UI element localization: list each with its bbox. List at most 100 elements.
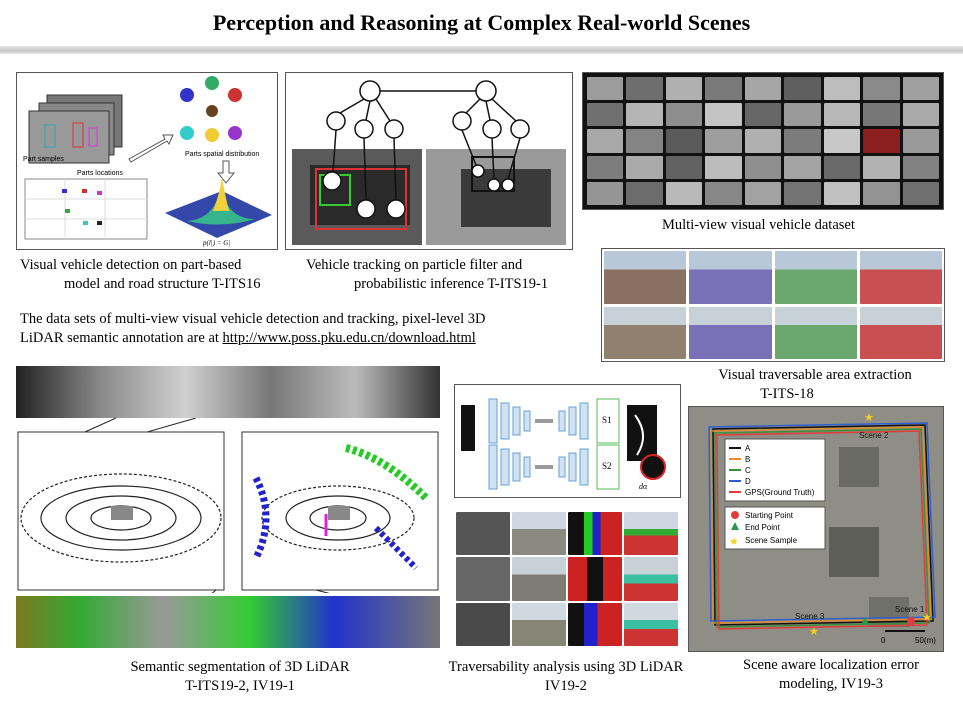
range-image-tile <box>456 512 510 556</box>
trajectory-b <box>710 426 932 624</box>
vehicle-thumbnail <box>784 77 821 101</box>
vehicle-thumbnail <box>784 129 821 153</box>
vehicle-thumbnail <box>902 103 939 127</box>
vehicle-thumbnail <box>626 181 663 205</box>
scene-sample-label: Scene Sample <box>745 536 798 545</box>
download-link[interactable]: http://www.poss.pku.edu.cn/download.html <box>222 330 476 346</box>
localization-map-figure: A B C D GPS(Ground Truth) Starting Point… <box>688 406 944 652</box>
vehicle-thumbnail <box>902 129 939 153</box>
vehicle-thumbnail <box>665 129 703 153</box>
vehicle-thumbnail <box>626 129 663 153</box>
vehicle-thumbnail <box>863 77 900 101</box>
vehicle-thumbnail <box>823 129 861 153</box>
lidar-segmentation-diagram <box>17 418 439 593</box>
vehicle-thumbnail <box>744 155 782 179</box>
traversable-area-figure <box>601 248 945 362</box>
vehicle-thumbnail <box>665 103 703 127</box>
road-image-tile <box>859 306 942 359</box>
part-based-detection-figure: Part samples Parts locations Parts spati… <box>16 72 278 250</box>
svg-text:★: ★ <box>729 536 739 548</box>
vehicle-thumbnail <box>705 129 742 153</box>
vehicle-thumbnail <box>902 77 939 101</box>
trajectory-gps <box>716 430 928 630</box>
vehicle-thumbnail <box>665 155 703 179</box>
legend-b: B <box>745 455 750 464</box>
vehicle-thumbnail <box>705 181 742 205</box>
overlay-tile <box>624 557 678 601</box>
trajectory-a <box>712 424 934 626</box>
svg-text:★: ★ <box>922 612 932 624</box>
vehicle-thumbnail <box>587 181 624 205</box>
caption-line: probabilistic inference T-ITS19-1 <box>354 276 549 292</box>
s2-label: S2 <box>602 461 612 471</box>
vehicle-thumbnail <box>823 77 861 101</box>
legend-c: C <box>745 466 751 475</box>
localization-map: A B C D GPS(Ground Truth) Starting Point… <box>689 407 943 651</box>
vehicle-thumbnail <box>587 155 624 179</box>
road-image-tile <box>859 251 942 304</box>
overlay-tile <box>624 512 678 556</box>
vehicle-thumbnail <box>823 181 861 205</box>
scale-fifty-label: 50(m) <box>915 636 936 645</box>
caption-line: Semantic segmentation of 3D LiDAR <box>130 659 350 675</box>
vehicle-dataset-figure <box>582 72 944 210</box>
caption-line: Visual vehicle detection on part-based <box>20 257 242 273</box>
vehicle-thumbnail <box>863 155 900 179</box>
parts-spatial-label: Parts spatial distribution <box>185 151 259 158</box>
caption-line: Vehicle tracking on particle filter and <box>306 257 523 273</box>
traversability-map-tile <box>568 557 622 601</box>
part-samples-label: Part samples <box>23 156 64 163</box>
scene-2-label: Scene 2 <box>859 431 889 440</box>
vehicle-thumbnail <box>626 103 663 127</box>
caption-line: T-ITS19-2, IV19-1 <box>185 678 295 694</box>
road-image-tile <box>689 306 772 359</box>
vehicle-thumbnail <box>784 181 821 205</box>
legend-d: D <box>745 477 751 486</box>
road-image-tile <box>774 251 857 304</box>
vehicle-thumbnail <box>587 77 624 101</box>
overlay-tile <box>624 602 678 646</box>
lidar-range-image-top <box>16 366 440 418</box>
caption-line: T-ITS-18 <box>760 386 814 402</box>
traversability-results-grid <box>456 512 678 646</box>
vehicle-thumbnail <box>744 181 782 205</box>
vehicle-thumbnail <box>744 129 782 153</box>
caption-line: Visual traversable area extraction <box>718 367 912 383</box>
vehicle-thumbnail-grid <box>583 73 943 209</box>
dataset-note-line: The data sets of multi-view visual vehic… <box>20 311 486 327</box>
traversability-caption: Traversability analysis using 3D LiDAR I… <box>436 658 696 696</box>
vehicle-dataset-caption: Multi-view visual vehicle dataset <box>662 216 922 235</box>
parts-locations-label: Parts locations <box>77 170 123 177</box>
s1-label: S1 <box>602 415 612 425</box>
part-based-detection-diagram: Part samples Parts locations Parts spati… <box>23 76 272 247</box>
road-image-tile <box>604 306 687 359</box>
vehicle-thumbnail <box>863 103 900 127</box>
legend-a: A <box>745 444 751 453</box>
vehicle-thumbnail <box>705 103 742 127</box>
road-image-tile <box>512 512 566 556</box>
scene-3-label: Scene 3 <box>795 612 825 621</box>
vehicle-thumbnail <box>902 155 939 179</box>
scale-zero-label: 0 <box>881 636 886 645</box>
end-point-marker <box>861 617 869 625</box>
traversability-network-figure: S1 S2 dα <box>454 384 681 498</box>
vehicle-thumbnail <box>626 77 663 101</box>
svg-text:★: ★ <box>864 412 874 424</box>
lidar-range-image-bottom <box>16 596 440 648</box>
traversability-map-tile <box>568 512 622 556</box>
vehicle-thumbnail <box>863 129 900 153</box>
end-point-label: End Point <box>745 523 780 532</box>
vehicle-thumbnail <box>665 77 703 101</box>
vehicle-thumbnail <box>863 181 900 205</box>
vehicle-thumbnail <box>902 181 939 205</box>
dataset-note-line: LiDAR semantic annotation are at http://… <box>20 329 580 348</box>
page-title: Perception and Reasoning at Complex Real… <box>212 10 751 35</box>
lidar-segmentation-caption: Semantic segmentation of 3D LiDAR T-ITS1… <box>100 658 380 696</box>
vehicle-thumbnail <box>587 103 624 127</box>
dataset-note-prefix: LiDAR semantic annotation are at <box>20 330 223 346</box>
tracking-diagram <box>292 80 566 245</box>
tracking-figure <box>285 72 573 250</box>
scene-1-label: Scene 1 <box>895 605 925 614</box>
vehicle-thumbnail <box>705 77 742 101</box>
caption-line: Traversability analysis using 3D LiDAR <box>448 659 684 675</box>
